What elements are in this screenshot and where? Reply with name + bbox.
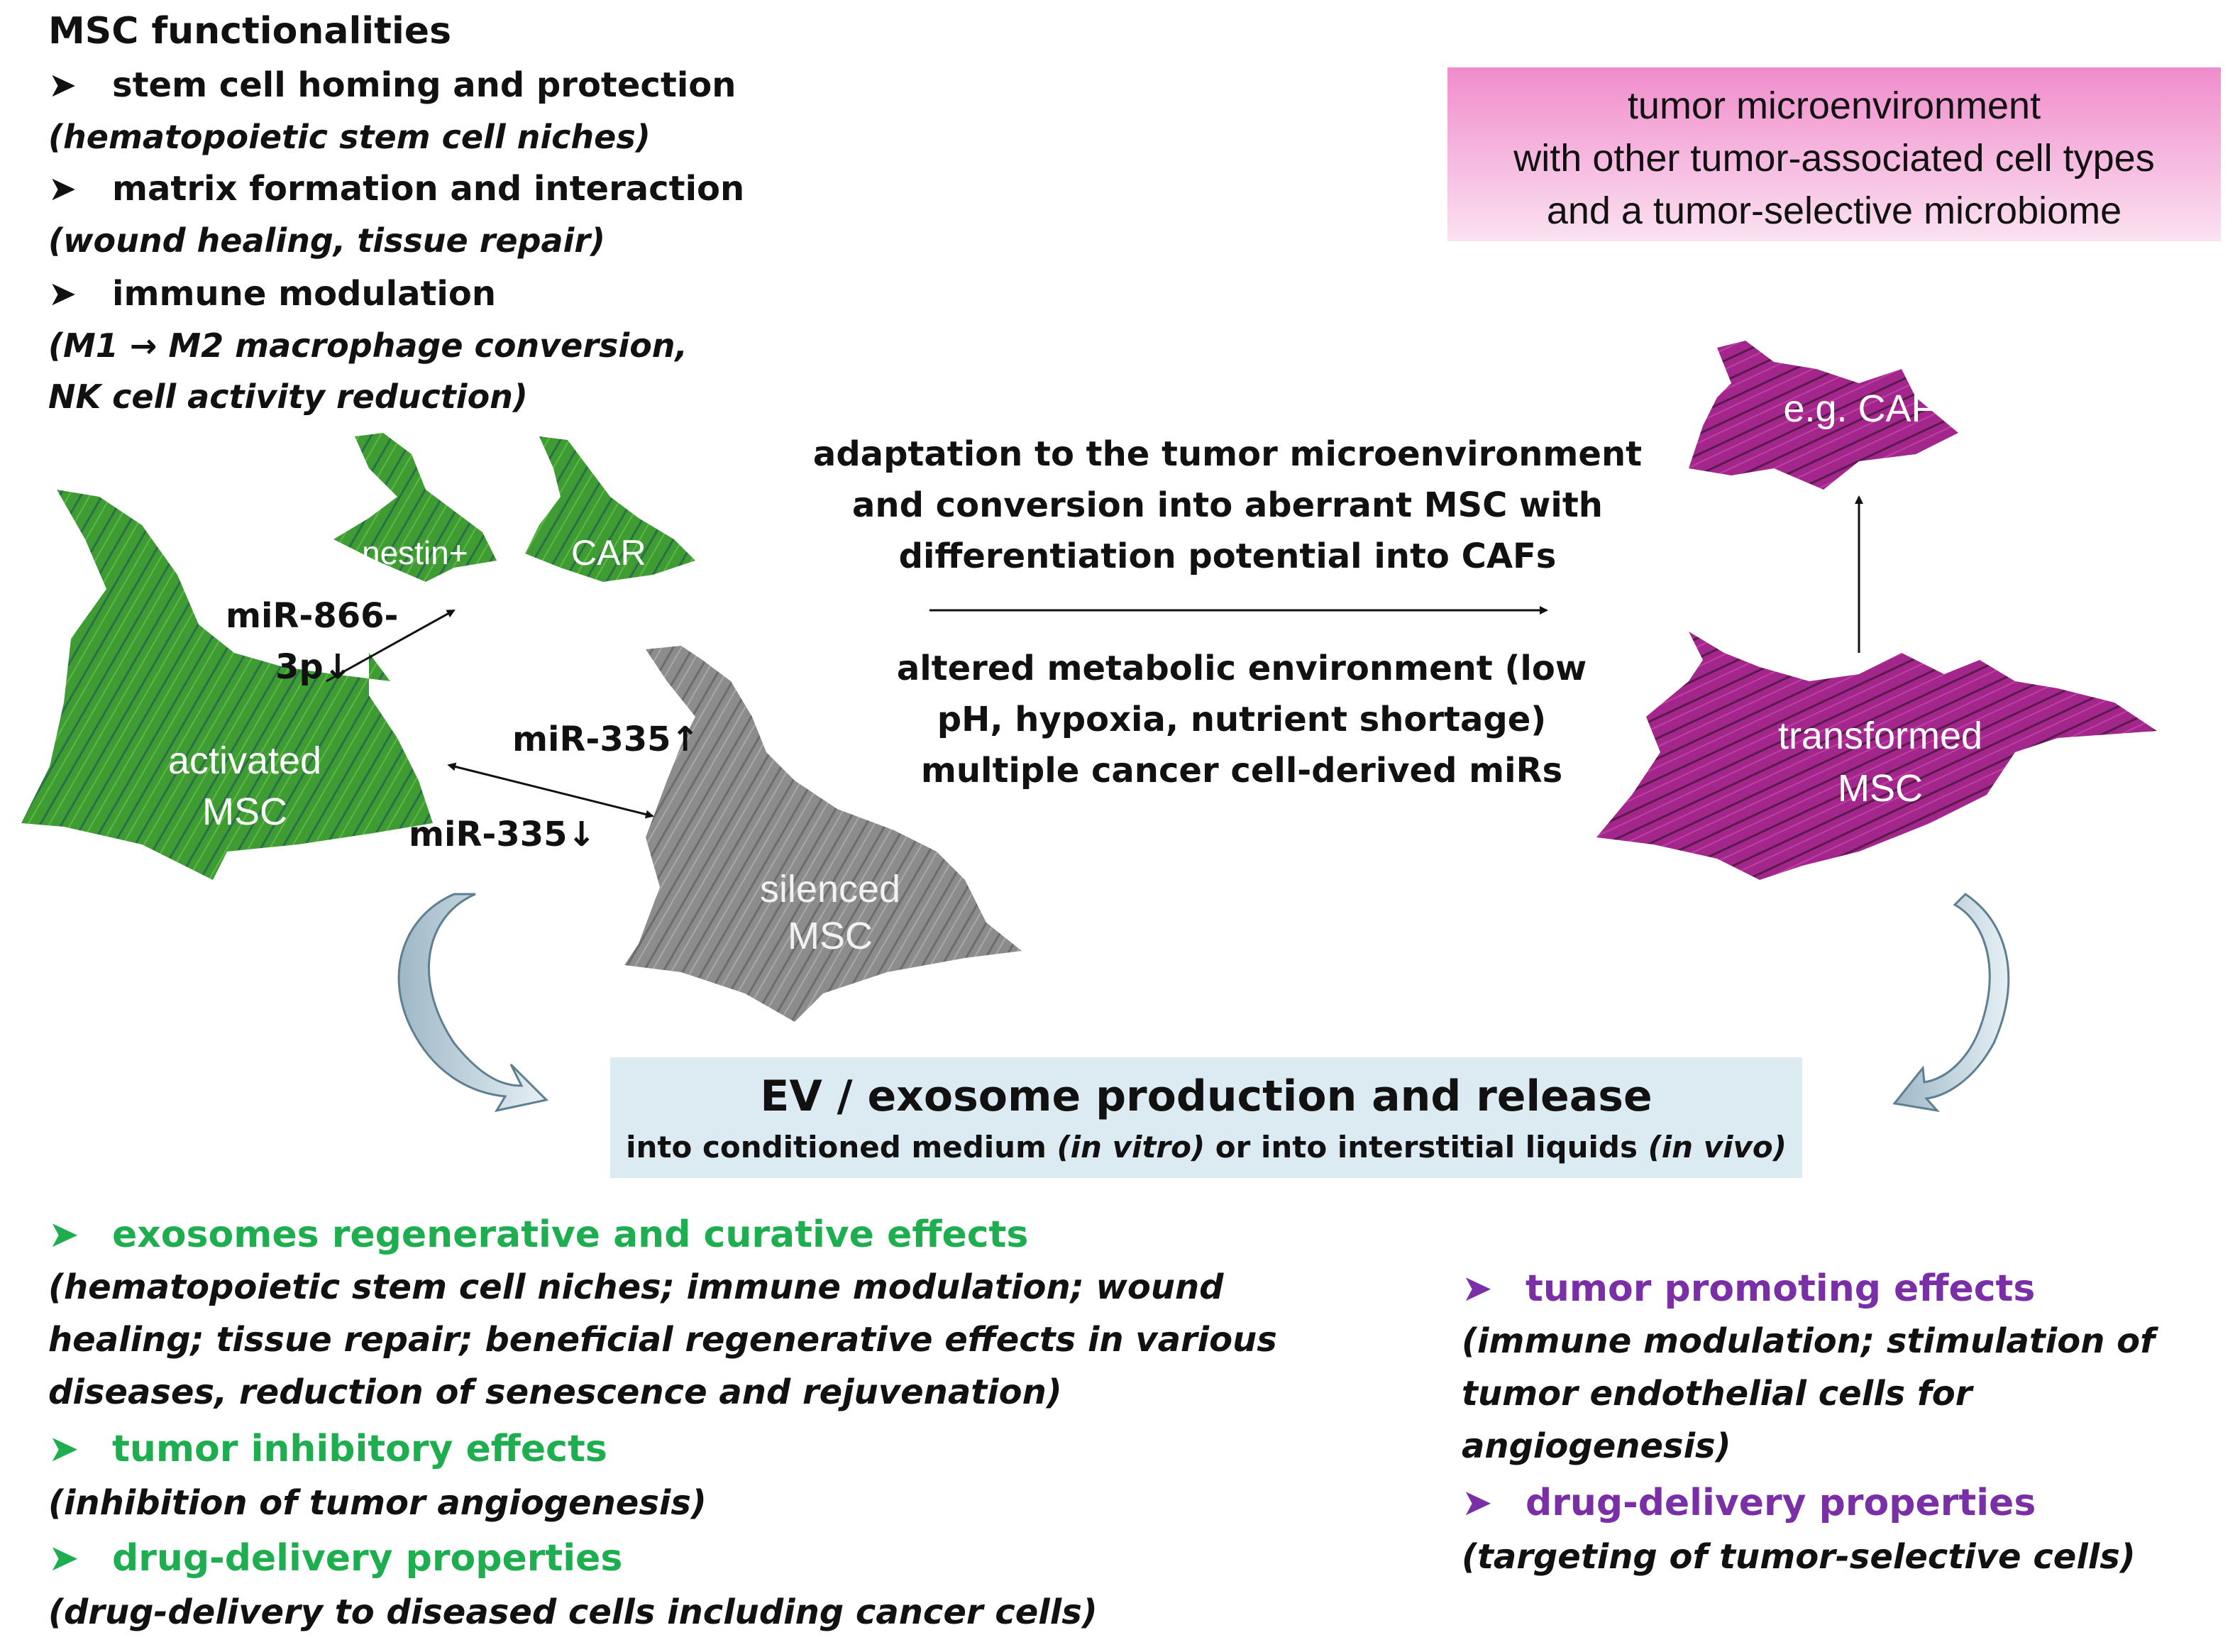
car-label: CAR <box>571 533 646 573</box>
arrowhead-bullet-icon: ➤ <box>48 1428 79 1470</box>
mir335-down-label: miR-335↓ <box>409 815 596 854</box>
left-effect-heading: ➤exosomes regenerative and curative effe… <box>48 1213 1029 1256</box>
ev-box-title: EV / exosome production and release <box>760 1072 1653 1121</box>
functionality-detail: (M1 → M2 macrophage conversion, <box>48 326 688 365</box>
curved-arrow-left-icon <box>397 893 549 1113</box>
right-effect-detail: (immune modulation; stimulation of <box>1462 1321 2155 1361</box>
left-effect-detail: (hematopoietic stem cell niches; immune … <box>48 1267 1224 1307</box>
tumor-box-text: tumor microenvironment with other tumor-… <box>1513 84 2155 232</box>
silenced-msc-cell <box>624 646 1022 1022</box>
right-effect-detail: (targeting of tumor-selective cells) <box>1462 1537 2136 1577</box>
functionality-detail: (wound healing, tissue repair) <box>48 221 606 260</box>
arrowhead-bullet-icon: ➤ <box>48 1537 79 1580</box>
right-effect-heading: ➤tumor promoting effects <box>1462 1267 2036 1310</box>
functionality-item: ➤matrix formation and interaction <box>48 169 745 209</box>
car-cell <box>525 436 695 582</box>
functionality-item: ➤stem cell homing and protection <box>48 65 736 105</box>
adaptation-text: adaptation to the tumor microenvironment… <box>812 434 1643 576</box>
right-effect-detail: tumor endothelial cells for <box>1462 1374 1973 1414</box>
arrowhead-bullet-icon: ➤ <box>1462 1267 1493 1310</box>
left-effect-heading: ➤tumor inhibitory effects <box>48 1428 607 1470</box>
activated-msc-cell <box>21 490 433 880</box>
ev-box-subtitle: into conditioned medium (in vitro) or in… <box>626 1130 1787 1164</box>
transformed-msc-label: transformed MSC <box>1777 715 1983 810</box>
functionality-detail: (hematopoietic stem cell niches) <box>48 118 651 156</box>
arrowhead-bullet-icon: ➤ <box>48 169 77 209</box>
tumor-microenvironment-box <box>1447 67 2221 241</box>
right-effect-heading: ➤drug-delivery properties <box>1462 1482 2036 1524</box>
mir335-up-label: miR-335↑ <box>512 720 700 759</box>
nestin-cell <box>333 433 497 582</box>
right-effect-detail: angiogenesis) <box>1462 1426 1731 1466</box>
left-effect-detail: (inhibition of tumor angiogenesis) <box>48 1483 707 1523</box>
functionality-detail: NK cell activity reduction) <box>48 378 528 416</box>
left-effect-detail: (drug-delivery to diseased cells includi… <box>48 1592 1098 1632</box>
metabolic-text: altered metabolic environment (low pH, h… <box>896 649 1587 791</box>
ev-box <box>610 1057 1802 1178</box>
activated-msc-label: activated MSC <box>167 739 322 833</box>
transformed-msc-cell <box>1596 632 2157 880</box>
mir866-label-1: miR-866- <box>226 596 399 636</box>
functionality-item: ➤immune modulation <box>48 274 497 314</box>
arrow-activated-to-nestin <box>326 609 456 683</box>
arrowhead-bullet-icon: ➤ <box>48 65 77 105</box>
caf-cell <box>1689 341 1958 490</box>
arrowhead-bullet-icon: ➤ <box>48 274 77 314</box>
silenced-msc-label: silenced MSC <box>759 868 901 957</box>
nestin-label: nestin+ <box>362 534 468 571</box>
arrowhead-bullet-icon: ➤ <box>1462 1482 1493 1524</box>
mir866-label-2: 3p↓ <box>275 647 352 687</box>
functionalities-title: MSC functionalities <box>48 10 452 53</box>
arrow-activated-silenced <box>447 762 654 819</box>
left-effect-detail: healing; tissue repair; beneficial regen… <box>48 1320 1277 1360</box>
left-effect-detail: diseases, reduction of senescence and re… <box>48 1372 1062 1412</box>
caf-label: e.g. CAF <box>1783 387 1935 430</box>
left-effect-heading: ➤drug-delivery properties <box>48 1537 623 1580</box>
curved-arrow-right-icon <box>1892 893 2010 1113</box>
arrowhead-bullet-icon: ➤ <box>48 1213 79 1256</box>
